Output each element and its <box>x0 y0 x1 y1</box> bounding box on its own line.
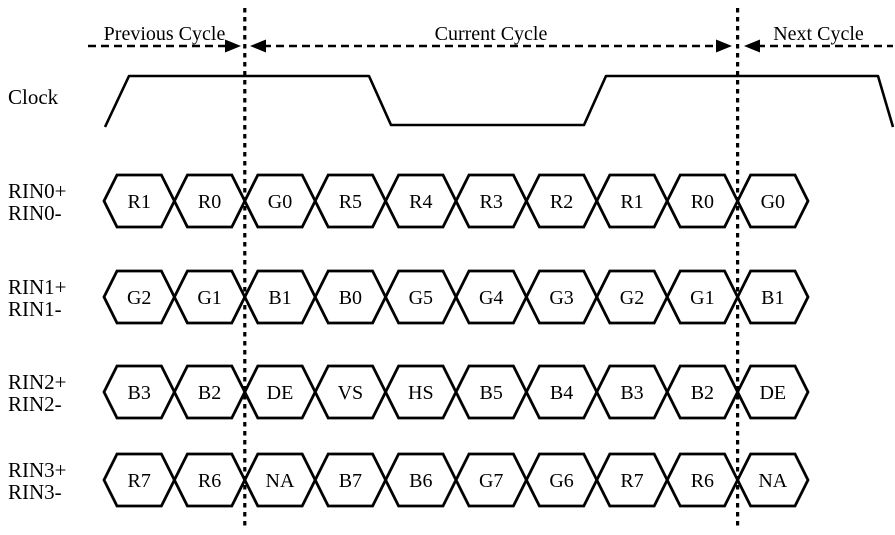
data-cell-hexagon <box>736 173 810 229</box>
data-cell-label: DE <box>267 382 294 404</box>
data-cell-label: R1 <box>128 191 151 213</box>
data-cell-label: G6 <box>549 470 573 492</box>
data-cell-label: B5 <box>480 382 503 404</box>
data-cell-label: R7 <box>620 470 643 492</box>
data-cell-label: G1 <box>197 287 221 309</box>
cycle-annotation-current: Current Cycle <box>250 23 732 53</box>
clock-label: Clock <box>8 85 59 109</box>
lane-rin0: RIN0+RIN0- R1 R0 G0 R5 R4 R3 R2 R1 R0 G0 <box>8 173 810 229</box>
data-cell-label: G2 <box>620 287 644 309</box>
data-cell-label: B1 <box>268 287 291 309</box>
data-cell-label: VS <box>338 382 364 404</box>
data-cell-label: B2 <box>691 382 714 404</box>
data-cell-label: G5 <box>409 287 433 309</box>
cycle-annotation-previous: Previous Cycle <box>88 23 241 53</box>
lane-label-line1: RIN0+ <box>8 179 67 203</box>
data-cell-hexagon <box>736 364 810 420</box>
lane-label-line2: RIN1- <box>8 297 62 321</box>
cycle-annotation-next: Next Cycle <box>744 23 893 53</box>
data-cell-label: G3 <box>549 287 573 309</box>
data-cell-label: G0 <box>268 191 292 213</box>
clock-waveform <box>103 74 895 128</box>
data-cell-label: G0 <box>761 191 785 213</box>
data-cell-label: HS <box>408 382 434 404</box>
data-cell-label: NA <box>266 470 295 492</box>
lane-label-line2: RIN3- <box>8 480 62 504</box>
lane-rin3: RIN3+RIN3- R7 R6 NA B7 B6 G7 G6 R7 R6 NA <box>8 452 810 508</box>
data-cell-label: B3 <box>128 382 151 404</box>
data-cell-label: B3 <box>620 382 643 404</box>
data-cell-label: R3 <box>480 191 503 213</box>
data-cell-label: B4 <box>550 382 573 404</box>
data-cell-label: B2 <box>198 382 221 404</box>
lane-rin2: RIN2+RIN2- B3 B2 DE VS HS B5 B4 B3 B2 DE <box>8 364 810 420</box>
data-cell-hexagon <box>736 269 810 325</box>
lane-label-line1: RIN1+ <box>8 275 67 299</box>
data-cell-label: R0 <box>198 191 221 213</box>
lane-label-line1: RIN3+ <box>8 458 67 482</box>
lane-label-line2: RIN0- <box>8 201 62 225</box>
data-cell-label: R0 <box>691 191 714 213</box>
data-cell-label: R6 <box>198 470 221 492</box>
cycle-label: Next Cycle <box>773 23 864 45</box>
data-cell-label: NA <box>758 470 787 492</box>
cycle-label: Previous Cycle <box>104 23 226 45</box>
data-cell-label: DE <box>759 382 786 404</box>
data-cell-label: R6 <box>691 470 714 492</box>
data-cell-label: R7 <box>128 470 151 492</box>
data-cell-label: B1 <box>761 287 784 309</box>
arrow-left-icon <box>250 39 266 53</box>
lane-label-line2: RIN2- <box>8 392 62 416</box>
data-cell-label: G1 <box>690 287 714 309</box>
arrow-left-icon <box>744 39 760 53</box>
data-cell-label: B7 <box>339 470 362 492</box>
data-cell-label: B6 <box>409 470 432 492</box>
data-cell-label: G2 <box>127 287 151 309</box>
data-cell-label: R4 <box>409 191 432 213</box>
data-cell-label: R2 <box>550 191 573 213</box>
data-cell-label: B0 <box>339 287 362 309</box>
cycle-label: Current Cycle <box>435 23 548 45</box>
data-cell-label: G4 <box>479 287 503 309</box>
arrow-right-icon <box>716 39 732 53</box>
data-cell-label: R5 <box>339 191 362 213</box>
lane-rin1: RIN1+RIN1- G2 G1 B1 B0 G5 G4 G3 G2 G1 B1 <box>8 269 810 325</box>
lane-label-line1: RIN2+ <box>8 370 67 394</box>
data-cell-label: R1 <box>620 191 643 213</box>
data-cell-hexagon <box>736 452 810 508</box>
arrow-right-icon <box>225 39 241 53</box>
data-cell-label: G7 <box>479 470 503 492</box>
